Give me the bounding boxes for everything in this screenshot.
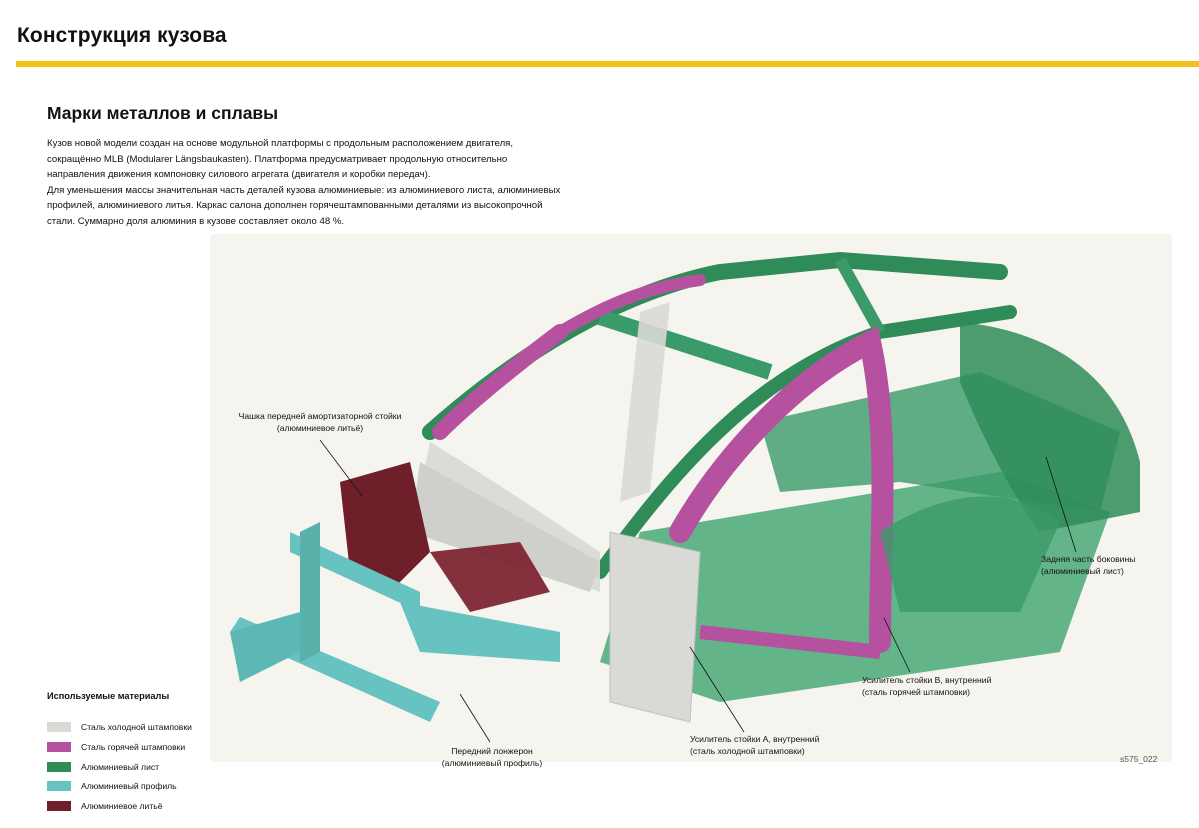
leader-line-rear-side: [1045, 456, 1077, 553]
legend-swatch: [47, 722, 71, 732]
callout-material: (сталь холодной штамповки): [690, 746, 805, 756]
upper-rail-profile: [290, 532, 420, 612]
crash-box: [300, 522, 320, 662]
sill-hot-stamped: [699, 625, 881, 659]
leader-line-b-pillar: [883, 617, 911, 673]
callout-rear-side: Задняя часть боковины (алюминиевый лист): [1041, 553, 1181, 577]
header-divider: [16, 61, 1199, 67]
strut-tower-cast: [340, 462, 430, 592]
legend-swatch: [47, 742, 71, 752]
intro-text: Кузов новой модели создан на основе моду…: [47, 136, 567, 230]
legend-item: Алюминиевый лист: [47, 760, 159, 774]
callout-strut-tower: Чашка передней амортизаторной стойки (ал…: [210, 410, 430, 434]
callout-title: Передний лонжерон: [451, 746, 533, 756]
callout-material: (алюминиевый лист): [1041, 566, 1124, 576]
callout-b-pillar: Усилитель стойки В, внутренний (сталь го…: [862, 674, 1042, 698]
callout-material: (сталь горячей штамповки): [862, 687, 971, 697]
legend-item: Алюминиевый профиль: [47, 779, 177, 793]
leader-line-a-pillar: [689, 646, 745, 733]
bulkhead: [410, 462, 600, 592]
b-pillar-hot-stamped: [669, 325, 894, 653]
callout-material: (алюминиевое литьё): [276, 423, 364, 433]
legend-label: Алюминиевое литьё: [81, 801, 163, 811]
roof-hot-stamped: [554, 274, 706, 338]
callout-title: Задняя часть боковины: [1041, 554, 1136, 564]
legend-label: Сталь горячей штамповки: [81, 742, 186, 752]
callout-a-pillar: Усилитель стойки А, внутренний (сталь хо…: [690, 733, 870, 757]
bumper-beam: [230, 612, 300, 682]
a-pillar-cold-stamped: [609, 531, 701, 723]
front-rail-lower: [400, 602, 560, 662]
legend-label: Сталь холодной штамповки: [81, 722, 192, 732]
a-pillar-hot-stamped: [432, 324, 568, 440]
legend-swatch: [47, 762, 71, 772]
legend-label: Алюминиевый профиль: [81, 781, 177, 791]
page-title: Конструкция кузова: [17, 24, 227, 47]
legend-label: Алюминиевый лист: [81, 762, 160, 772]
roof-crossmember-rear: [834, 257, 886, 335]
legend-title: Используемые материалы: [47, 691, 170, 701]
legend-swatch: [47, 801, 71, 811]
leader-line-front-rail: [459, 693, 491, 743]
strut-tower-cast-right: [430, 542, 550, 612]
intro-paragraph: Кузов новой модели создан на основе моду…: [47, 138, 514, 181]
section-title: Марки металлов и сплавы: [47, 103, 279, 123]
rear-quarter: [880, 496, 1060, 612]
rear-side-panel: [960, 322, 1140, 532]
legend-item: Алюминиевое литьё: [47, 799, 163, 813]
leader-line-strut: [319, 439, 363, 497]
legend-swatch: [47, 781, 71, 791]
roof-crossmember-front: [597, 309, 773, 380]
c-pillar-cold: [620, 302, 670, 502]
body-structure-figure: s575_022: [0, 232, 1172, 764]
callout-front-rail: Передний лонжерон (алюминиевый профиль): [414, 745, 570, 769]
callout-material: (алюминиевый профиль): [441, 758, 543, 768]
legend-item: Сталь холодной штамповки: [47, 720, 192, 734]
intro-paragraph: Для уменьшения массы значительная часть …: [47, 184, 561, 227]
callout-title: Чашка передней амортизаторной стойки: [238, 411, 402, 421]
callout-title: Усилитель стойки А, внутренний: [690, 734, 820, 744]
legend-item: Сталь горячей штамповки: [47, 740, 185, 754]
callout-title: Усилитель стойки В, внутренний: [862, 675, 992, 685]
car-body-illustration: [230, 251, 1140, 743]
figure-reference: s575_022: [1120, 754, 1158, 764]
